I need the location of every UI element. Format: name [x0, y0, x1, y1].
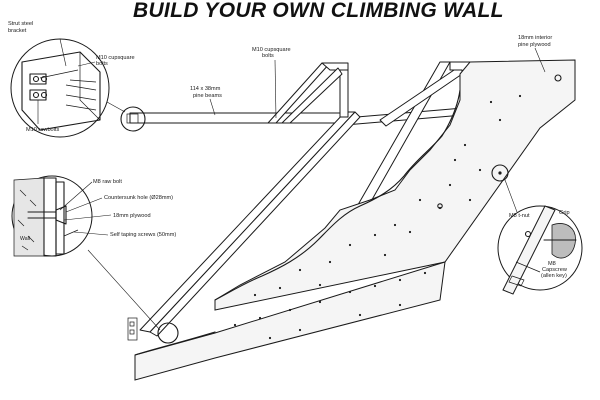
leader-plywood — [534, 47, 546, 73]
leader-countersunk — [65, 197, 103, 213]
leader-plywood-18 — [63, 214, 112, 221]
label-strut-bracket-1: Strut steel — [8, 21, 33, 27]
leader-raw-bolt — [59, 181, 93, 211]
label-plywood-interior-2: pine plywood — [518, 42, 551, 48]
diagram-title: BUILD YOUR OWN CLIMBING WALL — [133, 0, 504, 22]
leader-self-tapping — [73, 231, 109, 236]
bracket-zoom-marker — [120, 106, 146, 132]
detail-strut-bracket — [10, 38, 110, 138]
bracket-small — [126, 113, 139, 124]
leader-m10-top — [274, 59, 277, 119]
label-m10-cupsquare-top-1: M10 cupsquare — [252, 47, 291, 53]
label-m8-capscrew-2: Capscrew — [542, 267, 568, 273]
label-m10-cupsquare-left-1: M10 cupsquare — [96, 55, 135, 61]
label-m10-rawbolts: M10 rawbolts — [26, 127, 59, 133]
label-wall-tag: Wall — [20, 236, 30, 242]
detail-section: Wall — [11, 175, 93, 257]
label-strut-bracket-2: bracket — [8, 28, 27, 34]
label-m10-cupsquare-top-2: bolts — [262, 53, 274, 59]
leader-bracket — [106, 101, 126, 113]
label-m8-tnut: M8 t-nut — [509, 213, 530, 219]
leader-pine-beams — [209, 98, 216, 116]
label-m8-raw-bolt: M8 raw bolt — [93, 179, 122, 185]
label-grip: Grip — [559, 210, 570, 216]
label-18mm-plywood: 18mm plywood — [113, 213, 151, 219]
tnut-holes — [233, 94, 522, 340]
plywood-panel — [214, 59, 576, 311]
label-m10-cupsquare-left-2: bolts — [96, 61, 108, 67]
label-m8-capscrew-1: M8 — [548, 261, 556, 267]
top-a-frame — [267, 62, 349, 124]
label-self-tapping-screws: Self taping screws (50mm) — [110, 232, 176, 238]
label-pine-beams-1: 114 x 38mm — [190, 86, 221, 92]
leader-hold — [504, 179, 518, 213]
base-bracket — [127, 317, 138, 341]
label-plywood-interior-1: 18mm interior — [518, 35, 552, 41]
detail-hold — [497, 205, 583, 295]
hold-zoom-marker — [491, 164, 509, 182]
base-zoom-marker — [157, 322, 179, 344]
left-sloping-beam — [139, 111, 361, 337]
corner-bolt-hole — [554, 74, 562, 82]
label-countersunk-hole: Countersunk hole (Ø28mm) — [104, 195, 173, 201]
leader-section — [87, 249, 161, 331]
plywood-panel-lower — [134, 261, 446, 381]
label-pine-beams-2: pine beams — [193, 93, 222, 99]
hold-marker — [437, 203, 443, 209]
label-m8-capscrew-3: (allen key) — [541, 273, 567, 279]
